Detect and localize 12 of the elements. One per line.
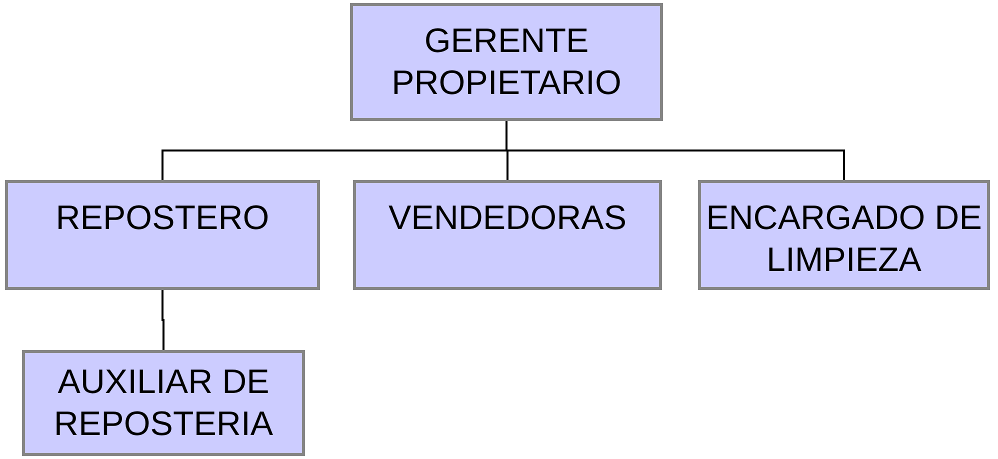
role-title: AUXILIAR DE REPOSTERIA [52, 362, 274, 445]
role-box [22, 350, 305, 456]
role-title: VENDEDORAS [388, 198, 627, 239]
role-title: ENCARGADO DE LIMPIEZA [705, 198, 983, 281]
role-title: REPOSTERO [56, 198, 270, 239]
role-title: GERENTE PROPIETARIO [390, 21, 622, 104]
connector-line [162, 290, 164, 350]
role-box [698, 180, 990, 290]
role-box [350, 3, 663, 121]
role-box [5, 180, 320, 290]
role-box [353, 180, 662, 290]
connector-line [506, 121, 845, 180]
